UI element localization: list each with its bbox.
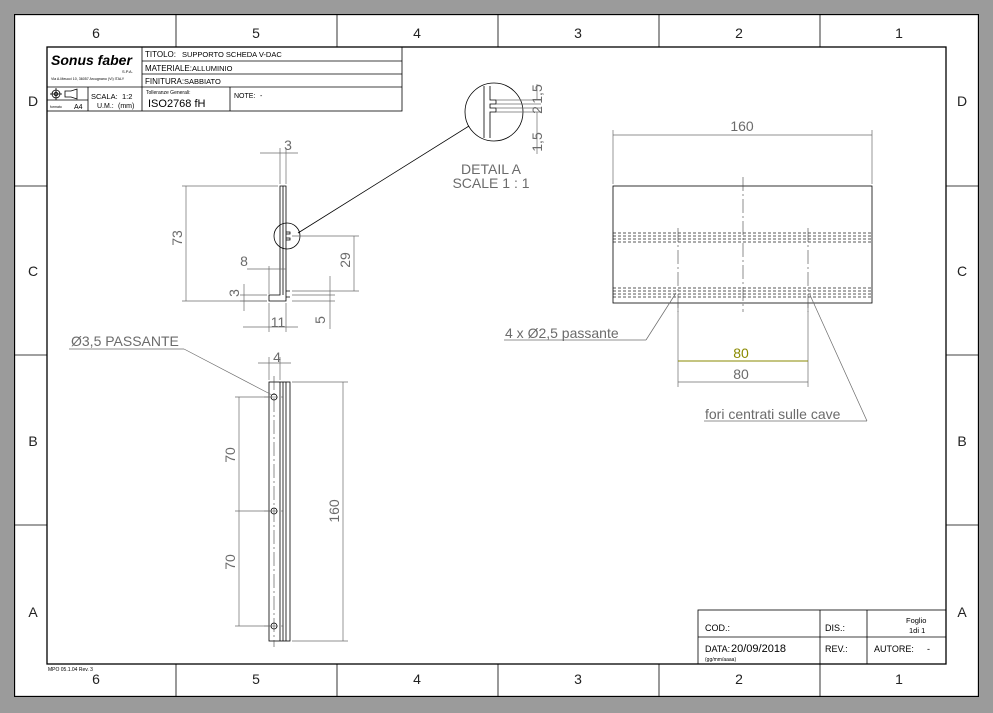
titolo-value: SUPPORTO SCHEDA V-DAC	[182, 50, 282, 59]
autore-label: AUTORE:	[874, 644, 914, 654]
zone-row-label: D	[28, 93, 38, 109]
inner-frame	[46, 46, 947, 665]
zone-col-label: 3	[574, 25, 582, 41]
detail-leader	[297, 125, 470, 234]
zone-col-label: 4	[413, 671, 421, 687]
title-block: Sonus faber S.P.A. Via A.Meucci 10, 3605…	[46, 46, 403, 112]
top-view: 160 4 x Ø2,5 passante 80 80 fori centrat…	[504, 118, 873, 422]
technical-drawing: 6 5 4 3 2 1 6 5 4 3 2 1 D C B A D C B A …	[14, 14, 979, 697]
projection-symbol-icon	[50, 88, 78, 100]
finitura-label: FINITURA:	[145, 77, 184, 86]
drawing-sheet: 6 5 4 3 2 1 6 5 4 3 2 1 D C B A D C B A …	[14, 14, 979, 697]
zone-row-label: B	[957, 433, 966, 449]
data-format: (gg/mm/aaaa)	[705, 657, 736, 663]
materiale-value: ALLUMINIO	[192, 64, 233, 73]
hole-note: Ø3,5 PASSANTE	[71, 333, 179, 349]
side-dim-11: 11	[271, 314, 286, 330]
top-dim-80a: 80	[733, 345, 749, 361]
top-dim-160: 160	[730, 118, 754, 134]
holes-note: 4 x Ø2,5 passante	[505, 325, 619, 341]
zone-row-label: B	[28, 433, 37, 449]
foglio-value: 1di 1	[909, 626, 925, 635]
side-dim-5: 5	[312, 316, 328, 324]
detail-dim-bot: 1,5	[529, 132, 545, 152]
side-dim-height: 73	[169, 230, 185, 246]
note-value: -	[260, 93, 263, 100]
side-view: 3 73 8 29 3 11 5	[169, 137, 359, 332]
company-logo: Sonus faber	[51, 52, 133, 68]
note-label: NOTE:	[234, 93, 255, 100]
form-code: MPO 05.1.04 Rev. 3	[48, 667, 93, 673]
zone-col-label: 3	[574, 671, 582, 687]
um-value: (mm)	[118, 103, 134, 110]
zone-col-label: 5	[252, 25, 260, 41]
zone-ticks	[14, 14, 979, 697]
zone-col-label: 6	[92, 25, 100, 41]
zone-col-label: 2	[735, 671, 743, 687]
scala-value: 1:2	[122, 92, 132, 101]
cod-label: COD.:	[705, 623, 730, 633]
bottom-title-block: COD.: DIS.: Foglio 1di 1 DATA: 20/09/201…	[697, 609, 947, 665]
company-address: Via A.Meucci 10, 36057 Arcugnano (VI) IT…	[51, 77, 125, 81]
detail-a-view: 1,5 2 1,5 DETAIL A SCALE 1 : 1	[452, 82, 545, 191]
zone-row-label: A	[28, 604, 38, 620]
outer-frame	[14, 14, 979, 697]
zone-row-label: C	[28, 263, 38, 279]
zone-col-label: 2	[735, 25, 743, 41]
front-dim-70b: 70	[222, 554, 238, 570]
materiale-label: MATERIALE:	[145, 64, 192, 73]
format-label: formato	[50, 105, 62, 109]
zone-row-label: A	[957, 604, 967, 620]
zone-col-label: 1	[895, 671, 903, 687]
titolo-label: TITOLO:	[145, 50, 176, 59]
um-label: U.M.:	[97, 103, 114, 110]
dis-label: DIS.:	[825, 623, 845, 633]
side-dim-29: 29	[337, 252, 353, 268]
foglio-label: Foglio	[906, 616, 926, 625]
autore-value: -	[927, 644, 930, 654]
tolleranze-label: Tolleranze Generali:	[146, 90, 190, 96]
zone-col-label: 4	[413, 25, 421, 41]
top-dim-80b: 80	[733, 366, 749, 382]
zone-col-label: 5	[252, 671, 260, 687]
detail-scale: SCALE 1 : 1	[452, 175, 529, 191]
side-dim-3-lower: 3	[226, 289, 242, 297]
data-label: DATA:	[705, 644, 730, 654]
detail-dim-mid: 2	[529, 106, 545, 114]
front-dim-width: 4	[273, 349, 281, 365]
company-suffix: S.P.A.	[122, 69, 133, 74]
zone-col-label: 1	[895, 25, 903, 41]
detail-dim-top: 1,5	[529, 84, 545, 104]
data-value: 20/09/2018	[731, 643, 786, 655]
rev-label: REV.:	[825, 644, 848, 654]
front-dim-70a: 70	[222, 447, 238, 463]
zone-row-label: D	[957, 93, 967, 109]
front-dim-160: 160	[326, 499, 342, 523]
detail-title: DETAIL A	[461, 161, 522, 177]
side-dim-8: 8	[240, 253, 248, 269]
zone-col-label: 6	[92, 671, 100, 687]
scala-label: SCALA:	[91, 92, 118, 101]
tolleranze-value: ISO2768 fH	[148, 98, 206, 110]
side-dim-thickness: 3	[284, 137, 292, 153]
format-value: A4	[74, 104, 83, 111]
groove-note: fori centrati sulle cave	[705, 406, 841, 422]
zone-row-label: C	[957, 263, 967, 279]
front-view: Ø3,5 PASSANTE 4 70 70 160	[69, 333, 348, 647]
finitura-value: SABBIATO	[184, 77, 221, 86]
